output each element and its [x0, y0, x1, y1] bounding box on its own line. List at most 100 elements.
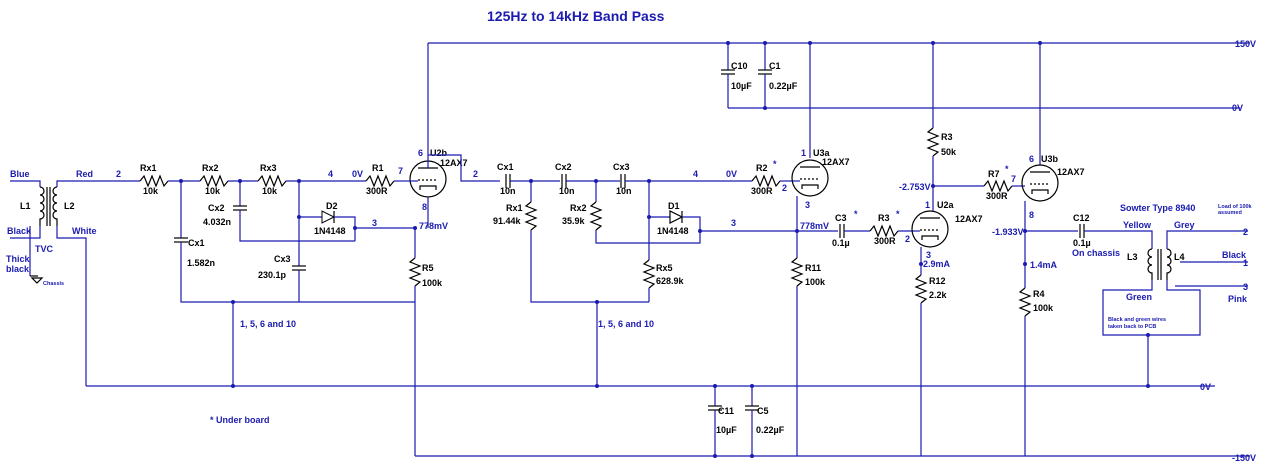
wire-black-label: Black	[7, 226, 32, 236]
net-4b-label: 4	[693, 169, 698, 179]
v1933-label: -1.933V	[992, 227, 1024, 237]
wires-note-2: taken back to PCB	[1108, 324, 1156, 330]
cx3a-value: 230.1p	[258, 270, 287, 280]
pin-6a-label: 6	[418, 148, 423, 158]
pin-out-2-label: 2	[1243, 227, 1248, 237]
wire-blue-label: Blue	[10, 169, 30, 179]
rx3a-name: Rx3	[260, 163, 277, 173]
under-board-note: * Under board	[210, 415, 270, 425]
power-rails: 150V 0V 0V -150V	[86, 39, 1256, 463]
pin-7b-label: 7	[1011, 174, 1016, 184]
rx2a-value: 10k	[205, 186, 221, 196]
rail-0v-bottom-label: 0V	[1200, 382, 1211, 392]
ground1-label: 1, 5, 6 and 10	[240, 319, 296, 329]
chassis-label: Chassis	[43, 281, 64, 287]
net-3a-label: 3	[372, 218, 377, 228]
r3b-value: 50k	[941, 147, 957, 157]
u3b-name: U3b	[1041, 154, 1059, 164]
net-7-label: 7	[398, 166, 403, 176]
rail-0v-top-label: 0V	[1232, 103, 1243, 113]
c1-name: C1	[769, 61, 781, 71]
mv778a-label: 778mV	[419, 221, 448, 231]
input-transformer: Blue Black Red White TVC Thick black Cha…	[6, 169, 140, 386]
load-note-2: assumed	[1218, 210, 1242, 216]
cx3b-value: 10n	[616, 186, 632, 196]
ground2-label: 1, 5, 6 and 10	[598, 319, 654, 329]
cx1a-name: Cx1	[188, 238, 205, 248]
wire-white-label: White	[72, 226, 97, 236]
pin-6b-label: 6	[1029, 154, 1034, 164]
u2a-value: 12AX7	[955, 214, 983, 224]
d1-name: D1	[668, 201, 680, 211]
c11-name: C11	[718, 406, 734, 416]
c5-name: C5	[757, 406, 769, 416]
r3-name: R3	[878, 213, 890, 223]
wire-red-label: Red	[76, 169, 93, 179]
c3-name: C3	[835, 213, 847, 223]
pin-1b-label: 1	[925, 200, 930, 210]
c10-name: C10	[731, 61, 748, 71]
rail-minus150-label: -150V	[1232, 453, 1256, 463]
r2-name: R2	[756, 163, 768, 173]
rx2b-value: 35.9k	[562, 216, 586, 226]
pin-1a-label: 1	[801, 148, 806, 158]
pin-2d-label: 2	[905, 234, 910, 244]
r7-star: *	[1005, 164, 1009, 174]
cx2b-name: Cx2	[555, 162, 572, 172]
output-transformer: C12 0.1µ On chassis Sowter Type 8940 Loa…	[1025, 203, 1253, 388]
rx5-name: Rx5	[656, 263, 673, 273]
u3a-value: 12AX7	[822, 157, 850, 167]
net-2b-label: 2	[473, 169, 478, 179]
u2a-name: U2a	[937, 200, 955, 210]
wire-pink-label: Pink	[1228, 294, 1248, 304]
d1-value: 1N4148	[657, 226, 689, 236]
r7-name: R7	[988, 169, 1000, 179]
rx1a-value: 10k	[143, 186, 159, 196]
l3-label: L3	[1127, 252, 1138, 262]
l1-label: L1	[20, 201, 31, 211]
pin-3d-label: 3	[926, 250, 931, 260]
l2-label: L2	[64, 201, 75, 211]
rx3a-value: 10k	[262, 186, 278, 196]
c12-value: 0.1µ	[1073, 238, 1091, 248]
cx2a-value: 4.032n	[203, 217, 231, 227]
filter-stage-2: Cx1 10n Cx2 10n Cx3 10n 4 0V Rx1 91.44k …	[493, 159, 797, 388]
tvc-label: TVC	[35, 244, 54, 254]
net-0va-label: 0V	[352, 169, 363, 179]
r2-star: *	[773, 159, 777, 169]
net-0vb-label: 0V	[726, 169, 737, 179]
tube-u2a-stage: C3 * 0.1µ R3 * 300R 2 1 U2a 12AX7 3 2.9m…	[797, 41, 983, 456]
c3-star: *	[854, 209, 858, 219]
filter-stage-1: Rx1 10k Rx2 10k Rx3 10k 4 0V R1 300R 7 C…	[139, 163, 448, 388]
wire-grey-label: Grey	[1174, 220, 1195, 230]
r12-name: R12	[929, 276, 946, 286]
wire-yellow-label: Yellow	[1123, 220, 1152, 230]
rx1b-value: 91.44k	[493, 216, 522, 226]
rx2a-name: Rx2	[202, 163, 219, 173]
u2b-name: U2b	[430, 148, 448, 158]
u2b-value: 12AX7	[440, 158, 468, 168]
d2-value: 1N4148	[314, 226, 346, 236]
pin-out-3-label: 3	[1243, 282, 1248, 292]
r11-name: R11	[805, 263, 821, 273]
net-3b-label: 3	[731, 218, 736, 228]
r3-star: *	[896, 209, 900, 219]
decoupling-caps-bottom: C11 10µF C5 0.22µF	[708, 384, 785, 458]
ma29-label: 2.9mA	[923, 259, 951, 269]
on-chassis-label: On chassis	[1072, 248, 1120, 258]
rx1b-name: Rx1	[506, 203, 523, 213]
tube-u3a: 1 U3a 12AX7 3 778mV R11 100k	[790, 41, 850, 456]
thick-label-1: Thick	[6, 254, 31, 264]
r5-name: R5	[422, 263, 434, 273]
r11-value: 100k	[805, 277, 826, 287]
c1-value: 0.22µF	[769, 81, 798, 91]
rail-150v-label: 150V	[1235, 39, 1256, 49]
r2-value: 300R	[751, 186, 773, 196]
r4-value: 100k	[1033, 303, 1054, 313]
l4-label: L4	[1174, 252, 1185, 262]
cx3b-name: Cx3	[613, 162, 630, 172]
schematic-title: 125Hz to 14kHz Band Pass	[487, 8, 665, 24]
r1-name: R1	[372, 163, 384, 173]
pin-8b-label: 8	[1029, 210, 1034, 220]
